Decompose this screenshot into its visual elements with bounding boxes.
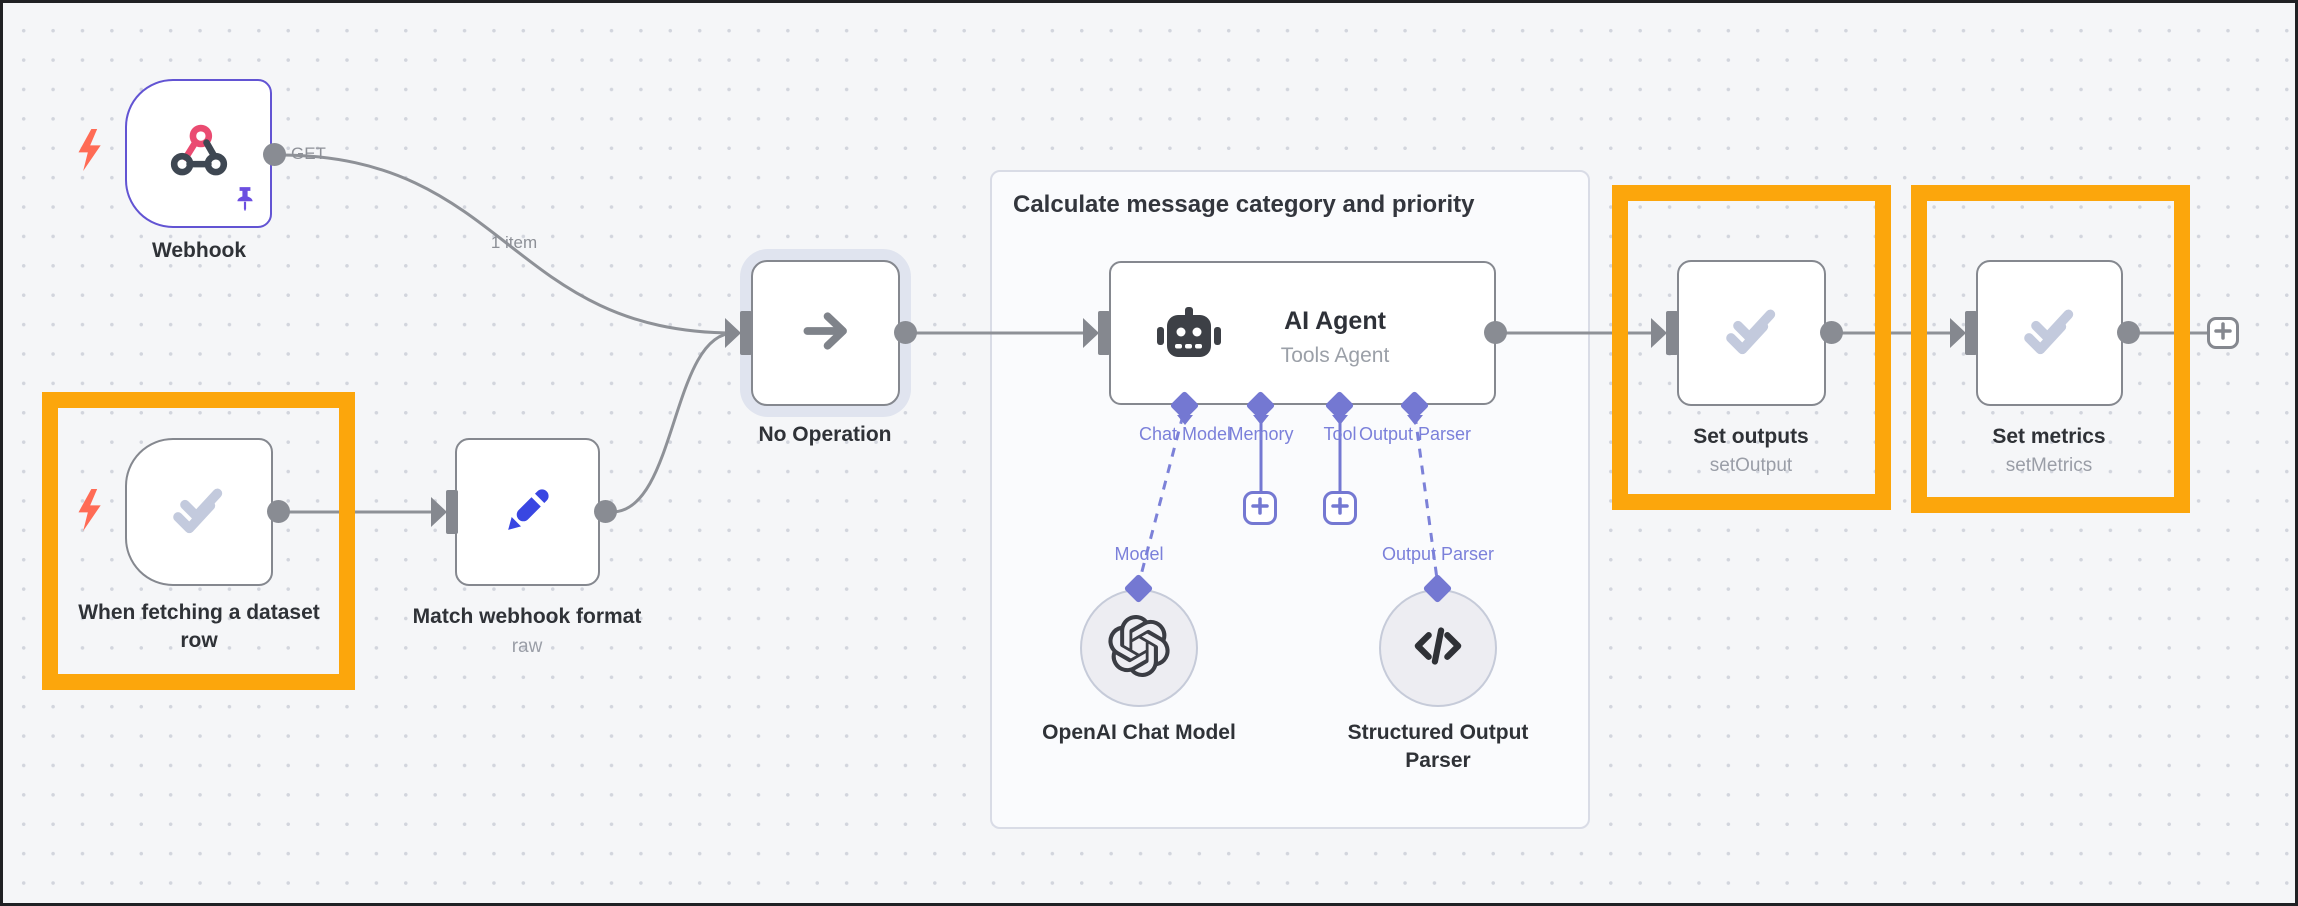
agent-port-label-output-parser: Output Parser xyxy=(1358,424,1472,444)
add-memory-button[interactable] xyxy=(1243,491,1277,525)
match-input-endpoint[interactable] xyxy=(431,490,458,534)
double-check-icon xyxy=(1717,296,1787,371)
setoutputs-output-endpoint[interactable] xyxy=(1820,321,1843,344)
node-structured-output-parser[interactable] xyxy=(1379,589,1497,707)
node-label-set-metrics: Set metrics xyxy=(1992,425,2106,448)
agent-port-tail xyxy=(1177,415,1193,425)
lightning-icon xyxy=(75,489,103,531)
node-subtitle-set-outputs: setOutput xyxy=(1709,455,1793,476)
wire-outputparser-dashed[interactable] xyxy=(1413,414,1439,580)
agent-title: AI Agent xyxy=(1284,307,1386,335)
node-label-no-operation: No Operation xyxy=(758,423,892,446)
node-label-openai-chat-model: OpenAI Chat Model xyxy=(1042,721,1236,744)
group-title: Calculate message category and priority xyxy=(1013,191,1475,218)
node-set-outputs[interactable] xyxy=(1677,260,1826,406)
pencil-icon xyxy=(495,477,561,548)
output-parser-port-label: Output Parser xyxy=(1381,544,1495,564)
node-label-set-outputs: Set outputs xyxy=(1693,425,1809,448)
wire-match-to-noop[interactable] xyxy=(611,331,735,514)
webhook-output-endpoint[interactable] xyxy=(263,143,286,166)
agent-output-endpoint[interactable] xyxy=(1484,321,1507,344)
agent-input-endpoint[interactable] xyxy=(1083,311,1110,355)
model-port-label: Model xyxy=(1114,544,1164,564)
agent-port-label-memory: Memory xyxy=(1228,424,1294,444)
node-webhook[interactable] xyxy=(125,79,272,228)
openai-logo-icon xyxy=(1108,614,1170,682)
plus-icon xyxy=(1331,496,1349,520)
code-brackets-icon xyxy=(1407,615,1469,682)
node-subtitle-set-metrics: setMetrics xyxy=(2005,455,2093,476)
agent-port-label-chat-model: Chat Model xyxy=(1138,424,1232,444)
node-label-webhook: Webhook xyxy=(151,239,247,262)
double-check-icon xyxy=(2015,296,2085,371)
agent-subtitle: Tools Agent xyxy=(1280,344,1390,367)
setmetrics-output-endpoint[interactable] xyxy=(2117,321,2140,344)
node-dataset-trigger[interactable] xyxy=(125,438,273,586)
noop-output-endpoint[interactable] xyxy=(894,321,917,344)
noop-input-endpoint[interactable] xyxy=(725,311,752,355)
highlight-box-set-metrics xyxy=(1911,185,2190,513)
plus-icon xyxy=(1251,496,1269,520)
node-subtitle-match-format: raw xyxy=(511,636,543,657)
add-tool-button[interactable] xyxy=(1323,491,1357,525)
agent-port-label-tool: Tool xyxy=(1323,424,1357,444)
setmetrics-input-endpoint[interactable] xyxy=(1950,311,1977,355)
wire-chatmodel-dashed[interactable] xyxy=(1138,414,1185,580)
connections-layer xyxy=(278,153,2207,580)
pin-icon xyxy=(232,185,258,216)
node-ai-agent[interactable]: AI Agent Tools Agent xyxy=(1109,261,1496,405)
dataset-trigger-output-endpoint[interactable] xyxy=(267,500,290,523)
node-label-match-format: Match webhook format xyxy=(412,605,642,628)
webhook-icon xyxy=(169,121,229,186)
robot-icon xyxy=(1157,307,1221,368)
node-label-dataset-trigger: When fetching a dataset row xyxy=(78,601,320,653)
webhook-output-label: GET xyxy=(291,144,326,163)
node-openai-chat-model[interactable] xyxy=(1080,589,1198,707)
wire-item-count-label: 1 item xyxy=(490,233,538,252)
node-match-format[interactable] xyxy=(455,438,600,586)
arrow-right-icon xyxy=(795,300,857,367)
setoutputs-input-endpoint[interactable] xyxy=(1651,311,1678,355)
add-node-button[interactable] xyxy=(2207,317,2239,349)
agent-port-tail xyxy=(1253,415,1269,425)
node-set-metrics[interactable] xyxy=(1976,260,2123,406)
agent-port-tail xyxy=(1407,415,1423,425)
agent-port-tail xyxy=(1332,415,1348,425)
lightning-icon xyxy=(75,129,103,171)
wire-webhook-to-noop[interactable] xyxy=(278,153,735,335)
node-label-structured-output-parser: Structured Output Parser xyxy=(1347,721,1529,773)
node-no-operation[interactable] xyxy=(751,260,900,406)
match-output-endpoint[interactable] xyxy=(594,500,617,523)
highlight-box-set-outputs xyxy=(1612,185,1891,510)
highlight-box-dataset-trigger xyxy=(42,392,355,690)
plus-icon xyxy=(2214,321,2232,345)
double-check-icon xyxy=(164,475,234,550)
